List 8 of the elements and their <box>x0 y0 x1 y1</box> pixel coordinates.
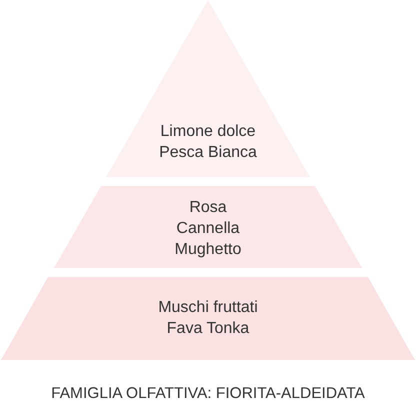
fragrance-note: Pesca Bianca <box>159 143 257 163</box>
fragrance-note: Mughetto <box>174 240 242 260</box>
fragrance-note: Cannella <box>176 219 240 239</box>
fragrance-note: Fava Tonka <box>166 319 250 339</box>
fragrance-note: Limone dolce <box>160 122 256 142</box>
caption-text: FAMIGLIA OLFATTIVA: FIORITA-ALDEIDATA <box>51 384 365 404</box>
fragrance-note: Muschi fruttati <box>158 298 258 318</box>
fragrance-note: Rosa <box>189 198 227 218</box>
